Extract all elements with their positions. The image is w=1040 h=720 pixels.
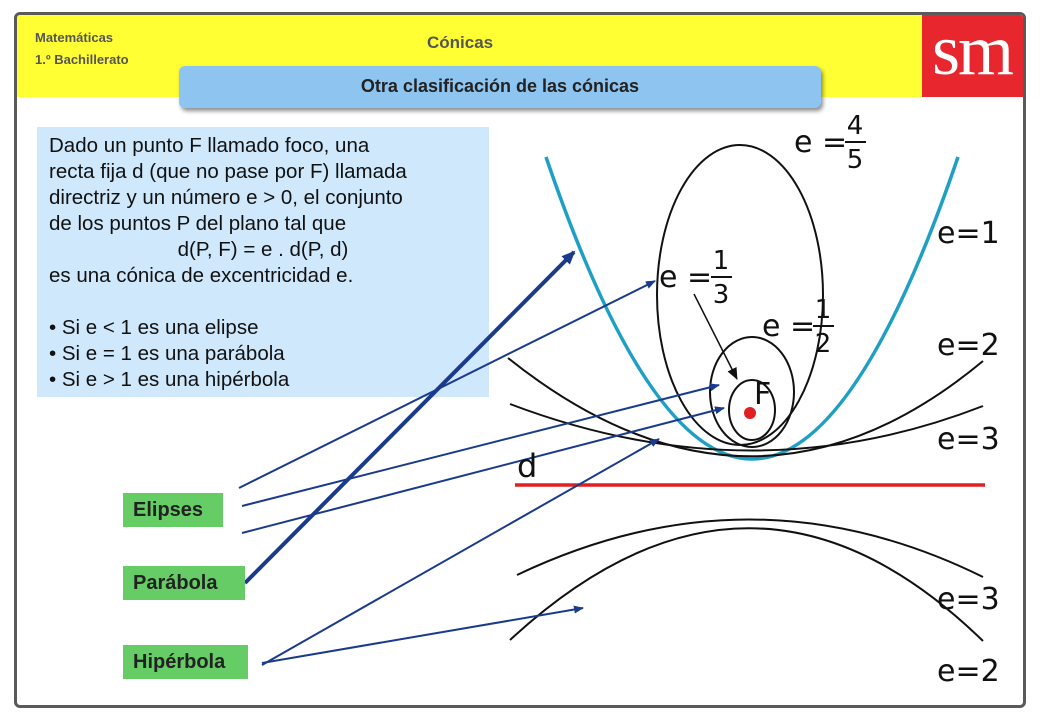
title-banner: Otra clasificación de las cónicas <box>179 66 821 108</box>
label-e-1-3-den: 3 <box>713 280 730 310</box>
definition-formula: d(P, F) = e . d(P, d) <box>177 238 349 261</box>
label-e-2-top: e=2 <box>937 328 1000 363</box>
label-e-3-bottom: e=3 <box>937 582 1000 617</box>
bullet-parabola: • Si e = 1 es una parábola <box>49 342 285 365</box>
page-title: Otra clasificación de las cónicas <box>360 76 640 96</box>
label-e-2-bottom: e=2 <box>937 654 1000 689</box>
bullet-ellipse: • Si e < 1 es una elipse <box>49 316 259 339</box>
ellipse-e-1-3 <box>728 379 776 441</box>
hyperbola-e-3-upper <box>509 403 984 452</box>
label-focus: F <box>754 377 771 412</box>
arrow-parabola <box>243 250 576 585</box>
label-directrix: d <box>517 447 537 485</box>
logo-text: sm <box>932 12 1014 90</box>
focus-point <box>744 407 756 419</box>
hyperbola-e-2-lower <box>509 527 984 642</box>
label-e-4-5-den: 5 <box>847 145 864 175</box>
arrow-ellipse-3 <box>241 406 725 534</box>
slide-frame: Matemáticas 1.º Bachillerato Cónicas sm … <box>14 12 1026 708</box>
label-e-1: e=1 <box>937 216 1000 251</box>
arrow-ellipse-1 <box>238 280 656 489</box>
ellipse-e-1-2 <box>709 336 795 448</box>
definition-line-1: Dado un punto F llamado foco, una <box>49 134 370 157</box>
hyperbola-e-2-upper <box>507 357 984 458</box>
arrow-ellipse-2 <box>241 383 720 507</box>
bullet-hyperbola: • Si e > 1 es una hipérbola <box>49 368 290 391</box>
hyperbola-e-3-lower <box>516 518 984 578</box>
sm-logo: sm <box>922 12 1023 97</box>
subject-info: Matemáticas 1.º Bachillerato <box>35 27 129 71</box>
label-e-1-2-den: 2 <box>815 329 832 359</box>
hyperbola-button[interactable]: Hipérbola <box>123 645 248 679</box>
arrow-hyperbola-2 <box>261 605 584 664</box>
definition-box: Dado un punto F llamado foco, una recta … <box>37 127 489 397</box>
ellipse-e-4-5 <box>656 144 824 446</box>
label-e-1-3-num: 1 <box>713 246 730 276</box>
label-e-1-2-num: 1 <box>815 295 832 325</box>
label-e-3-top: e=3 <box>937 422 1000 457</box>
conics-diagram: e = 4 5 e = 1 3 e = 1 2 e=1 e=2 e=3 e=3 … <box>238 111 1000 689</box>
pointer-arrow-e-1-3 <box>693 293 738 380</box>
definition-line-3: directriz y un número e > 0, el conjunto <box>49 186 403 209</box>
parabola-button[interactable]: Parábola <box>123 566 245 600</box>
label-e-4-5-prefix: e = <box>794 125 847 160</box>
parabola-e-1 <box>544 156 960 461</box>
label-e-1-3-prefix: e = <box>659 260 712 295</box>
label-e-4-5-num: 4 <box>847 111 864 141</box>
arrow-hyperbola-1 <box>261 438 660 666</box>
definition-line-4: de los puntos P del plano tal que <box>49 212 347 235</box>
topic-title: Cónicas <box>427 33 494 52</box>
ellipses-button[interactable]: Elipses <box>123 493 223 527</box>
label-e-1-2-prefix: e = <box>762 309 815 344</box>
definition-line-5: es una cónica de excentricidad e. <box>49 264 354 287</box>
course-name: 1.º Bachillerato <box>35 52 129 67</box>
definition-line-2: recta fija d (que no pase por F) llamada <box>49 160 407 183</box>
subject-name: Matemáticas <box>35 30 114 45</box>
